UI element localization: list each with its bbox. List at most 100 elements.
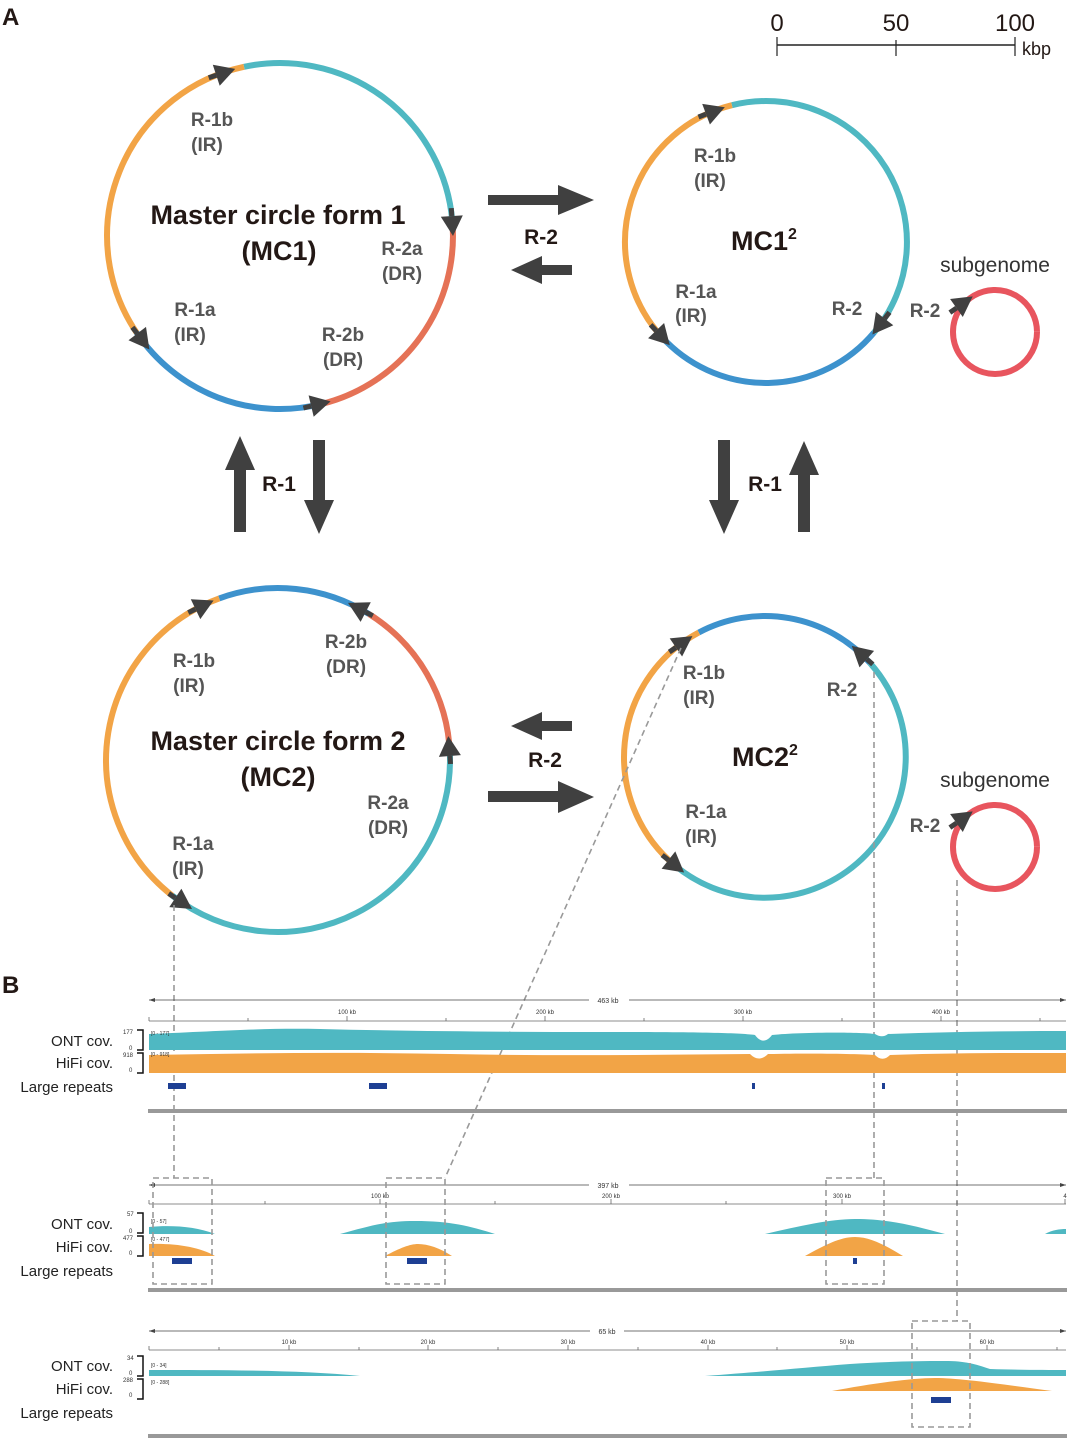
mc1-arc-blue <box>134 331 323 413</box>
arrow-mc2-2-to-mc2 <box>511 712 572 740</box>
view3-zoom-box-r2 <box>911 1320 971 1428</box>
view1-hifi-coverage <box>149 1052 1066 1073</box>
mc2-r2a-arrowhead-stem <box>447 755 453 765</box>
mc1-r1b-label: R-1b <box>191 110 233 131</box>
mc2-r1a-arrowhead-stem <box>167 891 177 900</box>
view1-repeat-r2b <box>882 1083 885 1089</box>
arrow-mc1-to-mc2 <box>304 440 334 534</box>
view1-hifi-range: [0 - 918] <box>151 1052 170 1058</box>
view3-ont-max: 34 <box>127 1356 134 1362</box>
view2-hifi-range: [0 - 477] <box>151 1237 170 1243</box>
arrow-label-right: R-1 <box>748 473 782 496</box>
view1-tick-400: 400 kb <box>932 1010 951 1016</box>
mc2-r1b-type: (IR) <box>173 676 205 697</box>
repeat-arrowheads <box>128 64 973 909</box>
view3-tick-50: 50 kb <box>840 1340 855 1346</box>
mc2-2-r1a-label: R-1a <box>685 802 727 823</box>
mc2-r1a-label: R-1a <box>172 834 214 855</box>
view2-tick-300: 300 kb <box>833 1194 852 1200</box>
mc2-r1b-arrowhead <box>190 599 214 620</box>
scale-unit: kbp <box>1022 39 1051 59</box>
mc1-arc-salmon <box>321 220 456 407</box>
mc1-r1b-type: (IR) <box>191 135 223 156</box>
subgenome-top-arrowhead <box>950 296 973 317</box>
view1-repeat-r1a <box>168 1083 186 1089</box>
mc2-r2b-arrowhead <box>348 602 371 622</box>
view1-repeat-r1b <box>369 1083 387 1089</box>
mc2-r2b-label: R-2b <box>325 632 367 653</box>
view1-repeats-name: Large repeats <box>20 1079 113 1096</box>
mc1-r1a-label: R-1a <box>174 300 216 321</box>
view2-ont-coverage <box>149 1219 1066 1234</box>
subgenome-top-r2: R-2 <box>910 301 941 322</box>
mc2-2-r1b-arrowhead <box>669 636 693 657</box>
mc2-2-r2-arrowhead <box>851 645 875 668</box>
view2-repeat-r1a <box>172 1258 192 1264</box>
mc1-2-r2-label: R-2 <box>832 299 863 320</box>
view1-repeat-r2a <box>752 1083 755 1089</box>
mc1-r1a-arrowhead-stem <box>130 325 140 336</box>
view3-hifi-name: HiFi cov. <box>56 1381 113 1398</box>
panel-b-label: B <box>2 972 19 999</box>
arrow-mc2-2-to-mc1-2 <box>789 441 819 532</box>
subgenome-bottom-r2: R-2 <box>910 816 941 837</box>
mc1-r1b-arrowhead-stem <box>207 72 218 81</box>
view3-tick-10: 10 kb <box>282 1340 297 1346</box>
panel-a-label: A <box>2 4 19 31</box>
view3-ont-name: ONT cov. <box>51 1358 113 1375</box>
mc1-circle: Master circle form 1 (MC1) R-1b (IR) R-2… <box>150 110 423 371</box>
view2-repeat-r2 <box>853 1258 857 1264</box>
mc2-r1a-arrowhead <box>169 888 192 909</box>
subgenome-top-label: subgenome <box>940 254 1050 277</box>
mc1-2-r1a-type: (IR) <box>675 306 707 327</box>
view2-tick-end: 4 <box>1063 1194 1067 1200</box>
scale-bar: 0 50 100 kbp <box>770 10 1051 59</box>
mc1-2-r1a-label: R-1a <box>675 282 717 303</box>
view2-total: 397 kb <box>597 1183 618 1190</box>
mc1-2-r1a-arrowhead-stem <box>648 323 658 333</box>
mc1-2-arc-orange <box>622 102 733 339</box>
mc1-2-arc-teal <box>731 98 910 335</box>
view3-hifi-min: 0 <box>129 1393 133 1399</box>
arrow-mc1-to-mc1-2 <box>488 185 594 215</box>
mc1-arc-orange <box>104 63 245 335</box>
mc1-2-title: MC12 <box>731 226 797 256</box>
mc1-r1b-arrowhead <box>212 64 236 86</box>
view1-hifi-max: 918 <box>123 1053 134 1059</box>
mc1-r2a-arrowhead <box>440 215 463 236</box>
view3-hifi-coverage <box>832 1378 1052 1391</box>
scale-tick-0: 0 <box>770 10 783 37</box>
mc2-r2a-type: (DR) <box>368 818 408 839</box>
view2-tick-200: 200 kb <box>602 1194 621 1200</box>
view1-hifi-min: 0 <box>129 1068 133 1074</box>
view3-tick-60: 60 kb <box>980 1340 995 1346</box>
view3-bottom-rule <box>148 1434 1067 1438</box>
arrow-label-bottom: R-2 <box>528 749 562 772</box>
genome-view-2: 397 kb 100 kb 200 kb 300 kb 4 ONT cov. H… <box>20 1177 1067 1292</box>
view3-total: 65 kb <box>598 1329 615 1336</box>
view1-tick-200: 200 kb <box>536 1010 555 1016</box>
mc2-arc-blue <box>218 585 371 617</box>
mc1-2-arc-blue <box>658 330 877 386</box>
transition-arrows <box>225 185 819 813</box>
view3-tick-40: 40 kb <box>701 1340 716 1346</box>
subgenome-top-ring <box>950 286 1040 377</box>
mc1-title: Master circle form 1 <box>150 200 405 230</box>
mc2-2-r2-arrowhead-stem <box>865 657 875 667</box>
mc2-2-r1b-type: (IR) <box>683 688 715 709</box>
mc2-r2b-arrowhead-stem <box>364 609 374 619</box>
view2-ont-name: ONT cov. <box>51 1216 113 1233</box>
view1-ont-max: 177 <box>123 1030 134 1036</box>
subgenome-bottom-arrowhead-stem <box>948 820 958 830</box>
mc2-r2b-type: (DR) <box>326 657 366 678</box>
mc1-2-circle: MC12 R-1b (IR) R-1a (IR) R-2 <box>675 146 862 327</box>
mc2-circle: Master circle form 2 (MC2) R-1b (IR) R-2… <box>150 632 409 880</box>
mc1-subtitle: (MC1) <box>242 236 317 266</box>
mc2-2-arc-blue <box>697 613 873 665</box>
mc2-subtitle: (MC2) <box>241 762 316 792</box>
mc1-r1a-type: (IR) <box>174 325 206 346</box>
mc2-r1a-type: (IR) <box>172 859 204 880</box>
mc1-r1a-arrowhead <box>128 326 150 350</box>
scale-tick-100: 100 <box>995 10 1035 37</box>
mc2-arc-salmon <box>367 611 453 755</box>
